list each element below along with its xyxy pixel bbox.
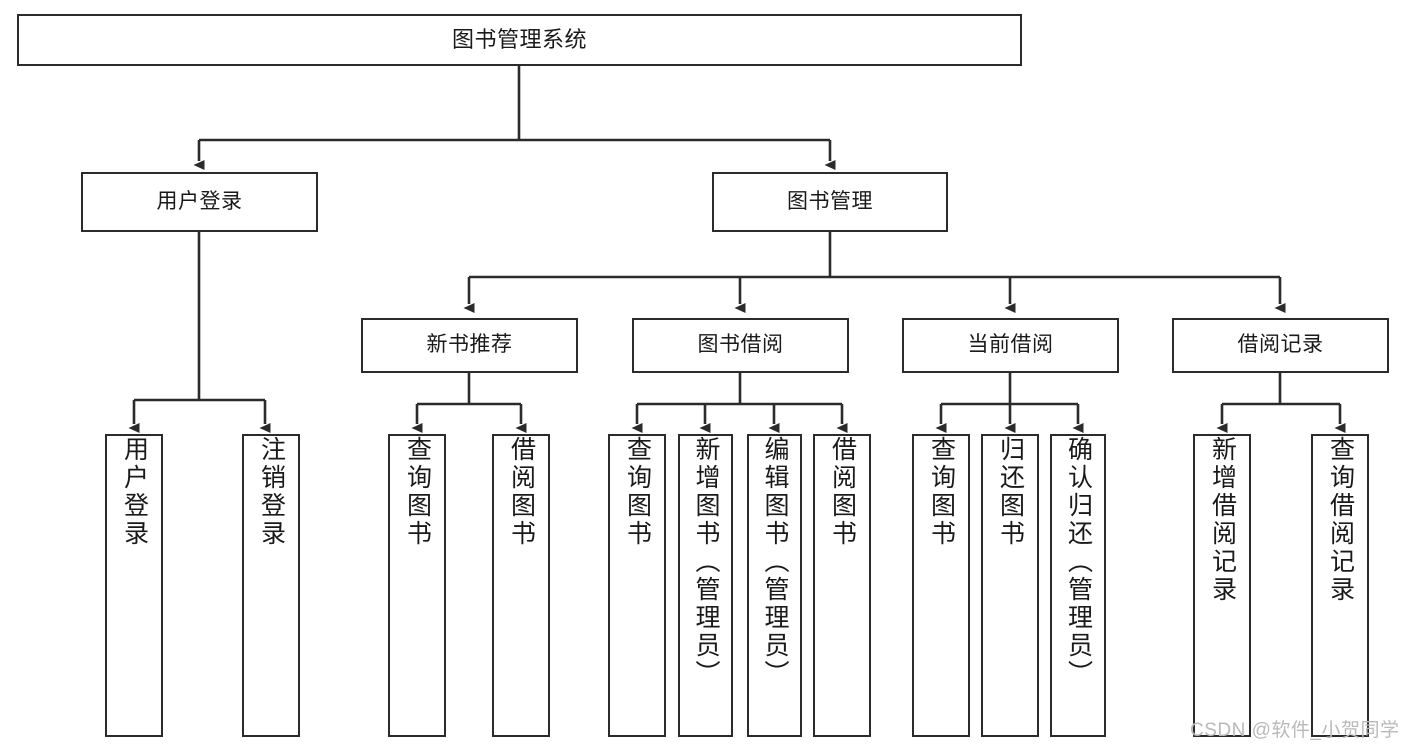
node-root-system[interactable]: 图书管理系统: [17, 14, 1022, 66]
node-label: 确认归还（管理员）: [1064, 436, 1093, 688]
node-label: 查询图书: [927, 436, 956, 548]
leaf-query-book-current[interactable]: 查询图书: [912, 434, 970, 737]
node-user-login[interactable]: 用户登录: [81, 172, 318, 232]
node-label: 查询借阅记录: [1326, 436, 1355, 604]
leaf-query-book-recommend[interactable]: 查询图书: [388, 434, 446, 737]
node-book-management[interactable]: 图书管理: [712, 172, 948, 232]
node-label: 注销登录: [257, 436, 286, 548]
node-label: 用户登录: [156, 189, 243, 213]
node-label: 编辑图书（管理员）: [761, 436, 789, 688]
leaf-logout-login[interactable]: 注销登录: [242, 434, 300, 737]
node-label: 借阅图书: [507, 436, 536, 548]
leaf-confirm-return-admin[interactable]: 确认归还（管理员）: [1050, 434, 1106, 737]
node-label: 归还图书: [996, 436, 1025, 548]
node-label: 新增图书（管理员）: [692, 436, 720, 688]
node-label: 新书推荐: [426, 333, 513, 357]
node-label: 当前借阅: [967, 333, 1054, 357]
node-borrow-records[interactable]: 借阅记录: [1172, 318, 1389, 373]
node-label: 图书管理系统: [451, 27, 587, 53]
node-label: 图书管理: [787, 189, 873, 213]
leaf-query-borrow-record[interactable]: 查询借阅记录: [1311, 434, 1369, 737]
node-label: 查询图书: [403, 436, 432, 548]
node-label: 查询图书: [623, 436, 652, 548]
leaf-edit-book-admin[interactable]: 编辑图书（管理员）: [747, 434, 802, 737]
node-book-borrow[interactable]: 图书借阅: [632, 318, 849, 373]
node-new-book-recommend[interactable]: 新书推荐: [361, 318, 578, 373]
leaf-add-borrow-record[interactable]: 新增借阅记录: [1193, 434, 1251, 737]
leaf-return-book[interactable]: 归还图书: [981, 434, 1039, 737]
node-label: 用户登录: [120, 436, 149, 548]
leaf-user-login[interactable]: 用户登录: [105, 434, 163, 737]
node-label: 图书借阅: [697, 333, 784, 357]
node-label: 借阅图书: [828, 436, 857, 548]
node-label: 新增借阅记录: [1208, 436, 1237, 604]
leaf-add-book-admin[interactable]: 新增图书（管理员）: [678, 434, 733, 737]
leaf-borrow-book[interactable]: 借阅图书: [813, 434, 871, 737]
watermark-text: CSDN @软件_小贺同学: [1190, 720, 1400, 741]
leaf-borrow-book-recommend[interactable]: 借阅图书: [492, 434, 550, 737]
node-current-borrow[interactable]: 当前借阅: [902, 318, 1119, 373]
leaf-query-book-borrow[interactable]: 查询图书: [608, 434, 666, 737]
node-label: 借阅记录: [1237, 333, 1324, 357]
